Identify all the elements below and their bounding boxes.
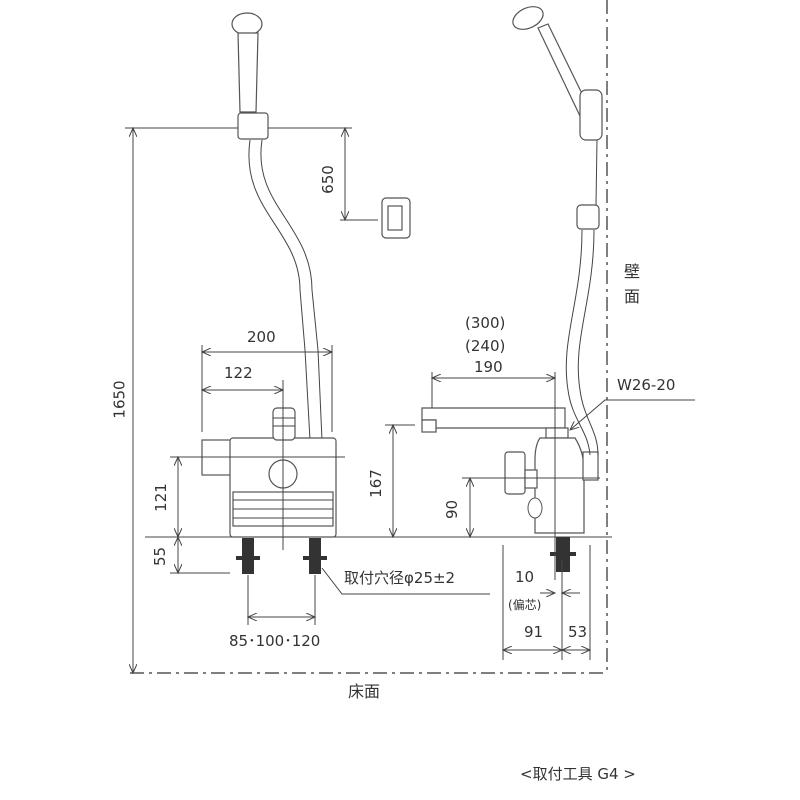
label-55: 55 [151,546,170,567]
label-121: 121 [151,483,170,512]
dim-650 [340,128,378,220]
label-53: 53 [568,623,588,641]
shank-right [303,538,327,574]
label-167: 167 [366,469,385,498]
label-floor: 床面 [348,682,381,701]
shower-head-left [231,12,323,441]
connection-leader [570,399,695,430]
label-122: 122 [224,364,253,382]
label-240: (240) [465,337,506,355]
label-10: 10 [515,568,535,586]
shank-left [236,538,260,574]
label-90: 90 [443,499,462,520]
label-offset: (偏芯) [508,598,542,612]
shower-holder [381,197,411,239]
label-91: 91 [524,623,544,641]
label-200: 200 [247,328,276,346]
dim-1650 [125,128,352,673]
label-190: 190 [474,358,503,376]
faucet-body-side [421,407,599,572]
label-wall-2: 面 [624,287,641,306]
label-mount-hole: 取付穴径φ25±2 [344,569,456,587]
faucet-body-front [201,407,337,574]
label-w26-20: W26-20 [617,376,676,394]
label-300: (300) [465,314,506,332]
label-1650: 1650 [110,380,129,419]
mount-hole-leader [321,567,490,595]
label-650: 650 [318,165,337,194]
label-pitch: 85･100･120 [229,632,321,650]
label-tool: <取付工具 G4 > [520,765,636,783]
label-wall-1: 壁 [624,262,641,281]
shower-head-right [512,6,603,456]
